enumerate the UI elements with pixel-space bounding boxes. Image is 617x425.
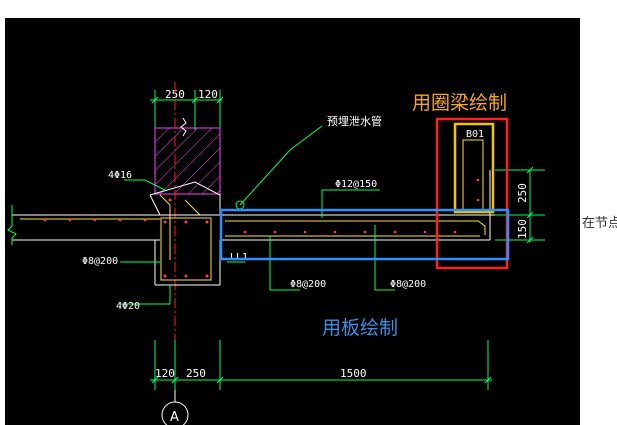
label-pipe: 预埋泄水管 [327, 114, 382, 128]
ring-beam-annotation: 用圈梁绘制 [412, 92, 507, 114]
side-text: 在节点 [582, 216, 617, 231]
label-phi8-200-left: Φ8@200 [82, 256, 118, 267]
dim-right-lower: 150 [516, 219, 529, 239]
label-ll1: LL1 [230, 252, 248, 263]
dim-top-right: 120 [198, 88, 218, 101]
blue-highlight-box [219, 208, 510, 261]
beam-rebar-cage [159, 194, 212, 281]
label-phi8-200-right: Φ8@200 [390, 279, 426, 290]
dim-bottom-2: 250 [186, 367, 206, 380]
slab-annotation: 用板绘制 [322, 317, 398, 339]
dim-top-left: 250 [165, 88, 185, 101]
red-highlight-box [435, 117, 509, 270]
dim-right-upper: 250 [516, 183, 529, 203]
label-b01: B01 [466, 129, 484, 140]
left-break [7, 205, 17, 245]
bottom-dimension [150, 340, 492, 390]
yellow-highlight-box [453, 122, 495, 214]
beam-rebar-dots [163, 198, 209, 278]
label-4phi20: 4Φ20 [116, 301, 140, 312]
slab-rebar-dots [43, 178, 480, 234]
right-dimension [495, 166, 545, 244]
dim-bottom-1: 120 [155, 367, 175, 380]
top-dimension [150, 90, 224, 130]
label-phi12-150: Φ12@150 [335, 179, 377, 190]
slab-outline [12, 170, 505, 241]
break-mark [180, 117, 187, 137]
label-phi8-200-mid: Φ8@200 [290, 279, 326, 290]
wall-hatch [154, 127, 221, 195]
label-4phi16: 4Φ16 [108, 170, 132, 181]
dim-bottom-3: 1500 [340, 367, 367, 380]
axis-label: A [170, 410, 179, 425]
